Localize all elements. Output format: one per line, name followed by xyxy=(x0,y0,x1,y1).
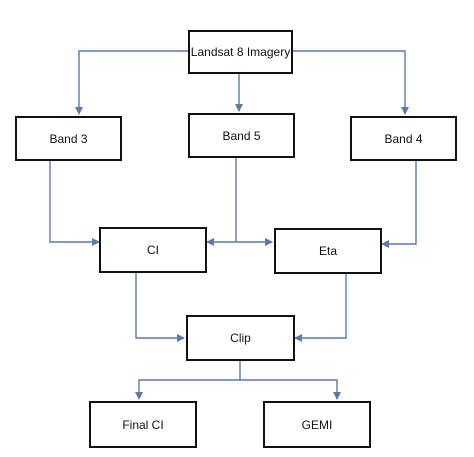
connector-clip-gemi xyxy=(240,379,341,400)
connector-clip-finalci xyxy=(135,379,240,400)
node-label: Band 5 xyxy=(222,128,261,143)
node-label: GEMI xyxy=(301,417,333,432)
node-band-4: Band 4 xyxy=(350,116,457,161)
node-label: Band 4 xyxy=(384,131,423,146)
connector-band3-ci xyxy=(49,161,100,246)
node-gemi: GEMI xyxy=(263,401,371,448)
node-ci: CI xyxy=(99,227,207,273)
node-landsat-8-imagery: Landsat 8 Imagery xyxy=(188,30,293,74)
node-band-3: Band 3 xyxy=(15,116,122,161)
node-final-ci: Final CI xyxy=(89,401,197,448)
connector-landsat-band3 xyxy=(75,50,188,115)
node-clip: Clip xyxy=(186,315,295,361)
connector-landsat-band4 xyxy=(292,50,409,115)
connector-eta-clip xyxy=(294,274,347,342)
node-eta: Eta xyxy=(274,228,382,274)
node-label: Landsat 8 Imagery xyxy=(190,45,291,59)
connector-ci-clip xyxy=(135,273,185,342)
node-label: Clip xyxy=(230,331,251,345)
node-band-5: Band 5 xyxy=(188,113,295,158)
node-label: Band 3 xyxy=(49,131,88,146)
node-label: Final CI xyxy=(122,417,164,432)
node-label: Eta xyxy=(318,244,337,258)
node-label: CI xyxy=(147,243,159,257)
connector-band4-eta xyxy=(381,161,417,248)
